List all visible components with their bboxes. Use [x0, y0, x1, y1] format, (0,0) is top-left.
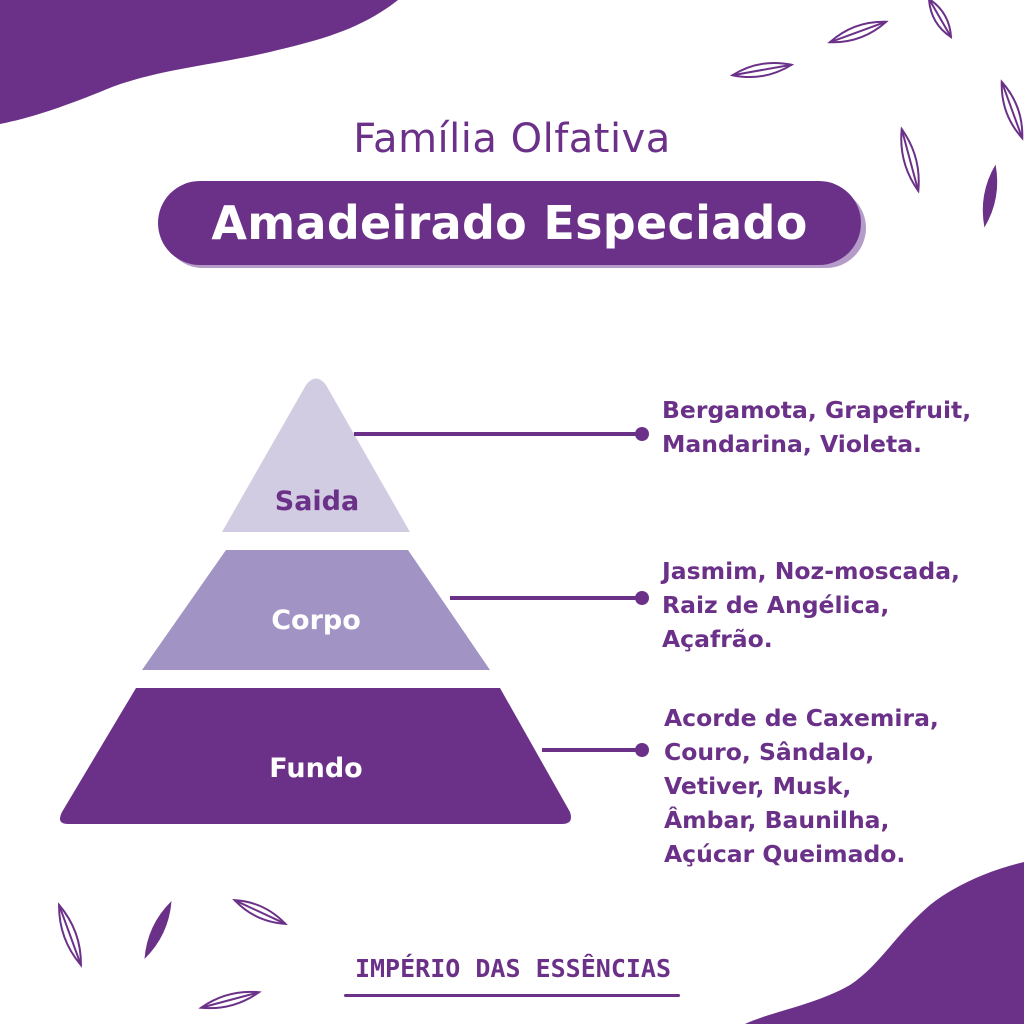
- top-left-blob: [0, 0, 398, 124]
- leaf-icon: [58, 902, 82, 968]
- bottom-right-blob: [745, 862, 1024, 1024]
- pyramid-tier-middle: [142, 550, 490, 670]
- title-pill: Amadeirado Especiado: [158, 181, 861, 265]
- leaf-icon: [144, 900, 172, 960]
- pyramid-tier-top: [222, 378, 410, 532]
- notes-base: Acorde de Caxemira, Couro, Sândalo, Veti…: [664, 701, 939, 871]
- note-line: Âmbar, Baunilha,: [664, 806, 890, 834]
- leaf-icon: [900, 126, 920, 194]
- leaf-icon: [827, 20, 889, 44]
- brand-underline: [344, 994, 680, 997]
- note-line: Açafrão.: [662, 625, 773, 653]
- note-line: Acorde de Caxemira,: [664, 704, 939, 732]
- family-name: Amadeirado Especiado: [211, 196, 808, 250]
- note-line: Jasmim, Noz-moscada,: [662, 557, 960, 585]
- leaf-icon: [729, 61, 795, 79]
- brand-name: IMPÉRIO DAS ESSÊNCIAS: [354, 954, 672, 983]
- leaf-icon: [198, 990, 262, 1010]
- connector-top-dot: [635, 427, 649, 441]
- tier-label-corpo: Corpo: [271, 605, 361, 636]
- connector-middle-dot: [635, 591, 649, 605]
- pyramid-tier-bottom: [60, 688, 571, 824]
- leaf-icon: [1000, 79, 1024, 141]
- leaf-icon: [927, 0, 953, 39]
- note-line: Couro, Sândalo,: [664, 738, 875, 766]
- tier-label-saida: Saida: [274, 486, 360, 517]
- notes-heart: Jasmim, Noz-moscada, Raiz de Angélica, A…: [662, 554, 960, 656]
- leaf-icon: [982, 164, 998, 228]
- notes-top: Bergamota, Grapefruit, Mandarina, Violet…: [662, 393, 971, 461]
- note-line: Mandarina, Violeta.: [662, 430, 922, 458]
- note-line: Raiz de Angélica,: [662, 591, 890, 619]
- note-line: Açúcar Queimado.: [664, 840, 906, 868]
- subtitle: Família Olfativa: [353, 116, 671, 162]
- connector-bottom-dot: [635, 743, 649, 757]
- note-line: Bergamota, Grapefruit,: [662, 396, 972, 424]
- note-line: Vetiver, Musk,: [664, 772, 852, 800]
- tier-label-fundo: Fundo: [269, 753, 363, 784]
- leaf-icon: [232, 899, 288, 925]
